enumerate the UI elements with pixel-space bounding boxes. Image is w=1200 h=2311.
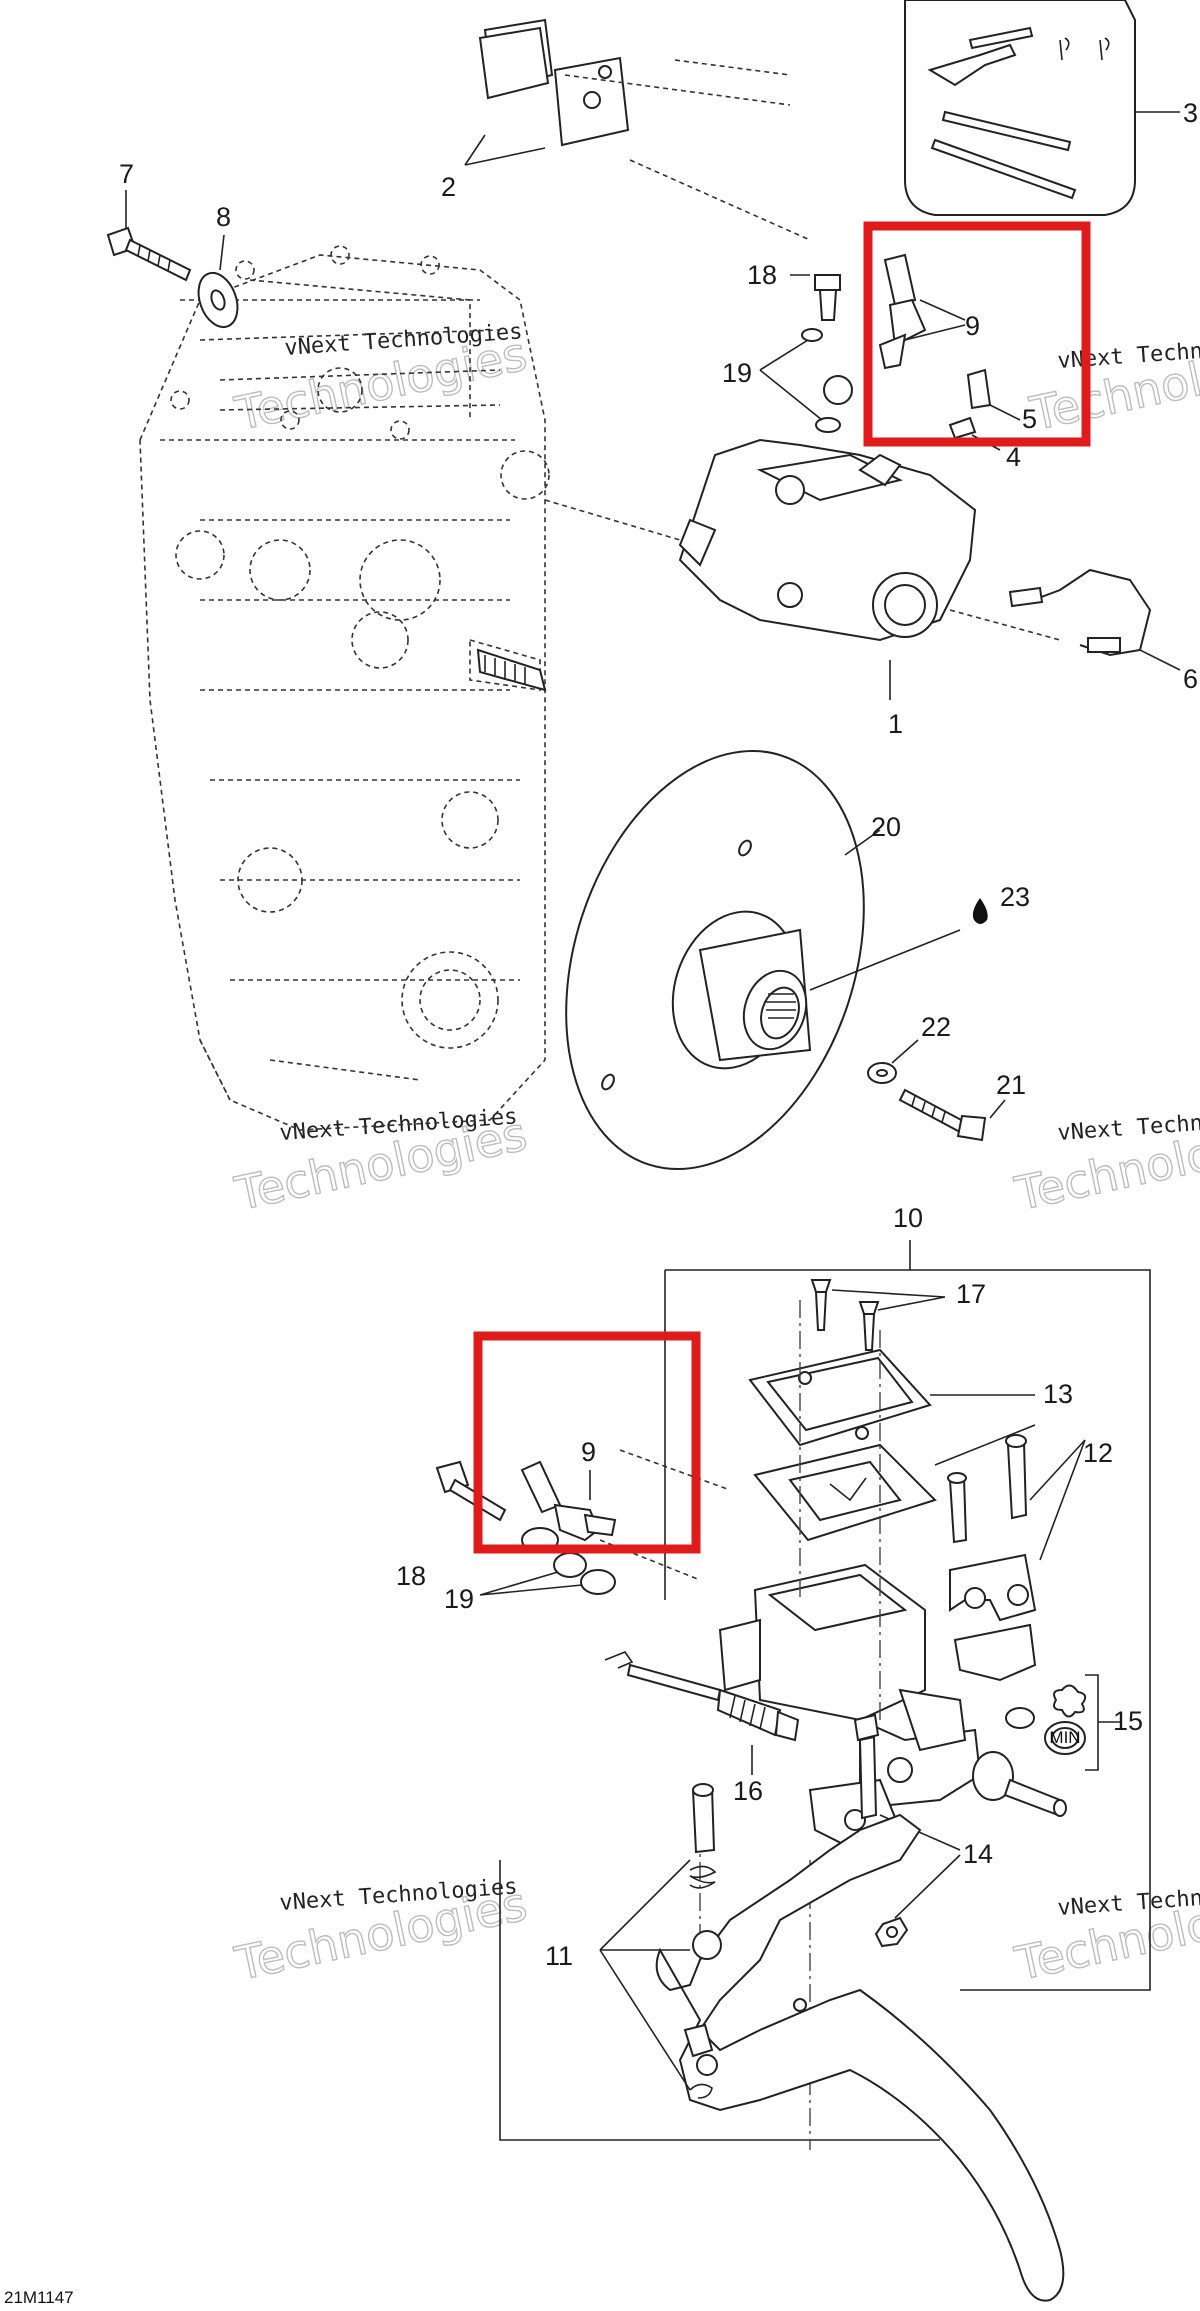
banjo-assembly-top [759, 253, 1021, 451]
dash-line-5 [619, 1449, 731, 1491]
callout-4: 4 [1006, 442, 1021, 472]
brake-pads [464, 18, 811, 241]
callout-16: 16 [733, 1776, 763, 1806]
callout-14: 14 [963, 1839, 993, 1869]
bolt-and-washer-7-8 [106, 190, 239, 329]
oil-drop-icon [972, 898, 988, 924]
callout-21: 21 [996, 1070, 1026, 1100]
callout-18-top: 18 [747, 260, 777, 290]
highlight-box-top [863, 221, 1091, 447]
brake-disc [565, 749, 961, 1171]
banjo-assembly-bottom [435, 1460, 617, 1596]
callout-11: 11 [545, 1941, 573, 1971]
brake-lever [655, 1813, 1065, 2302]
callout-18-bottom: 18 [396, 1561, 426, 1591]
push-rod [604, 1651, 800, 1775]
washer-and-bolt-21-22 [867, 1039, 1006, 1142]
master-cylinder-body [718, 1563, 982, 1847]
callout-12: 12 [1083, 1438, 1113, 1468]
brake-caliper [544, 438, 1061, 700]
highlight-box-bottom [473, 1331, 701, 1554]
callout-6: 6 [1183, 664, 1198, 694]
callout-1: 1 [888, 709, 903, 739]
callout-9-top: 9 [965, 311, 980, 341]
callout-3: 3 [1183, 98, 1198, 128]
callout-15: 15 [1113, 1706, 1143, 1736]
brake-line [1008, 568, 1181, 671]
callout-7: 7 [119, 159, 134, 189]
callout-19-top: 19 [722, 358, 752, 388]
handlebar-clamp [947, 1434, 1086, 1682]
pivot-bushing [972, 1751, 1067, 1817]
reservoir-cap: MIN [1005, 1674, 1120, 1771]
callout-8: 8 [216, 202, 231, 232]
reservoir-cover [748, 1348, 1035, 1447]
callout-19-bottom: 19 [444, 1584, 474, 1614]
lever-bolt-and-nut [853, 1713, 961, 1948]
callout-22: 22 [921, 1012, 951, 1042]
cap-badge-text: MIN [1049, 1728, 1080, 1747]
callout-20: 20 [871, 812, 901, 842]
diagram-code: 21M1147 [4, 2288, 74, 2307]
callout-2: 2 [441, 172, 456, 202]
callout-17: 17 [956, 1279, 986, 1309]
callout-5: 5 [1022, 404, 1037, 434]
cap-badge-icon [1051, 1727, 1079, 1749]
lever-pin-spring-clip [599, 1783, 717, 2099]
callout-labels: 1 2 3 4 5 6 7 8 9 9 10 11 12 13 14 15 16… [119, 98, 1198, 1971]
callout-9-bottom: 9 [581, 1437, 596, 1467]
callout-10: 10 [893, 1203, 923, 1233]
hardware-kit-box [904, 0, 1180, 216]
cover-screws [810, 1279, 946, 1351]
callout-23: 23 [1000, 882, 1030, 912]
callout-13: 13 [1043, 1379, 1073, 1409]
